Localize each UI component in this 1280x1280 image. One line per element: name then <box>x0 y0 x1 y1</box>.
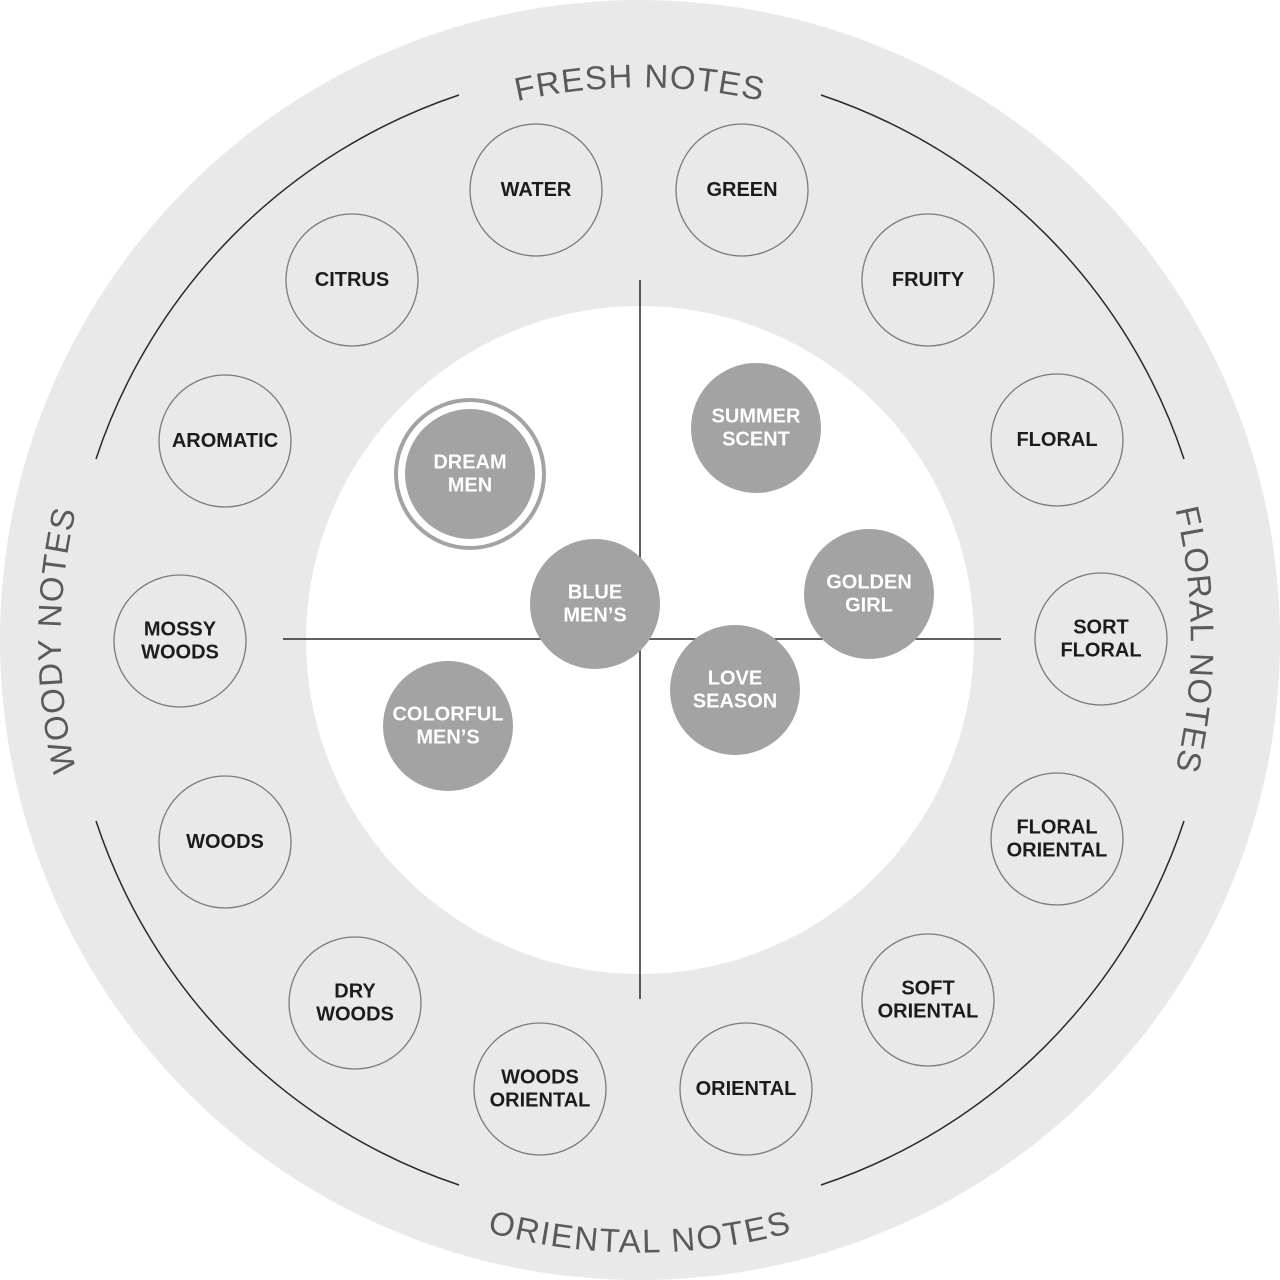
note-aromatic[interactable]: AROMATIC <box>158 374 292 508</box>
note-circle <box>675 123 809 257</box>
note-aromatic-label: AROMATIC <box>172 430 278 452</box>
note-woods-oriental-label: ORIENTAL <box>490 1090 591 1112</box>
arc-bottom-left <box>95 820 460 1186</box>
product-summer-scent-label: SCENT <box>722 429 790 451</box>
note-sort-floral-label: FLORAL <box>1060 640 1141 662</box>
note-oriental[interactable]: ORIENTAL <box>679 1022 813 1156</box>
note-circle <box>469 123 603 257</box>
product-bubble <box>383 661 513 791</box>
product-love-season-label: SEASON <box>693 691 777 713</box>
note-oriental-label: ORIENTAL <box>696 1078 797 1100</box>
family-divider-arcs <box>95 94 1185 1186</box>
product-bubble <box>405 409 535 539</box>
note-water[interactable]: WATER <box>469 123 603 257</box>
product-summer-scent-label: SUMMER <box>712 406 801 428</box>
note-green-label: GREEN <box>706 179 777 201</box>
note-mossy-woods-label: WOODS <box>141 642 219 664</box>
note-green[interactable]: GREEN <box>675 123 809 257</box>
product-colorful-mens-label: COLORFUL <box>392 704 503 726</box>
note-woods[interactable]: WOODS <box>158 775 292 909</box>
product-golden-girl-label: GIRL <box>845 595 893 617</box>
note-circle <box>113 574 247 708</box>
note-circle <box>861 933 995 1067</box>
note-circle <box>473 1022 607 1156</box>
note-sort-floral-label: SORT <box>1073 617 1129 639</box>
arc-top-left <box>95 94 460 460</box>
product-bubble <box>691 363 821 493</box>
product-love-season-label: LOVE <box>708 668 762 690</box>
note-circle <box>1034 572 1168 706</box>
note-soft-oriental-label: ORIENTAL <box>878 1001 979 1023</box>
note-floral-oriental-label: ORIENTAL <box>1007 840 1108 862</box>
product-dream-men-label: DREAM <box>433 452 506 474</box>
note-citrus-label: CITRUS <box>315 269 389 291</box>
note-dry-woods-label: WOODS <box>316 1004 394 1026</box>
product-dream-men-label: MEN <box>448 475 492 497</box>
note-mossy-woods-label: MOSSY <box>144 619 217 641</box>
product-colorful-mens-label: MEN’S <box>416 727 479 749</box>
product-bubble <box>670 625 800 755</box>
note-citrus[interactable]: CITRUS <box>285 213 419 347</box>
note-circle <box>990 772 1124 906</box>
note-floral-oriental-label: FLORAL <box>1016 817 1097 839</box>
note-soft-oriental-label: SOFT <box>901 978 954 1000</box>
note-circle <box>679 1022 813 1156</box>
arc-top-right <box>820 94 1185 460</box>
note-fruity-label: FRUITY <box>892 269 965 291</box>
note-circle <box>990 373 1124 507</box>
note-floral[interactable]: FLORAL <box>990 373 1124 507</box>
note-circle <box>158 775 292 909</box>
note-floral-label: FLORAL <box>1016 429 1097 451</box>
product-bubble <box>530 539 660 669</box>
note-circle <box>285 213 419 347</box>
note-circle <box>288 936 422 1070</box>
note-fruity[interactable]: FRUITY <box>861 213 995 347</box>
note-circle <box>158 374 292 508</box>
product-bubble <box>804 529 934 659</box>
arc-bottom-right <box>820 820 1185 1186</box>
note-woods-label: WOODS <box>186 831 264 853</box>
product-blue-mens-label: MEN’S <box>563 605 626 627</box>
product-blue-mens-label: BLUE <box>568 582 622 604</box>
note-woods-oriental-label: WOODS <box>501 1067 579 1089</box>
product-bubbles: DREAMMENSUMMERSCENTBLUEMEN’SGOLDENGIRLLO… <box>383 363 934 791</box>
note-water-label: WATER <box>501 179 572 201</box>
product-golden-girl-label: GOLDEN <box>826 572 912 594</box>
note-circle <box>861 213 995 347</box>
note-dry-woods-label: DRY <box>334 981 376 1003</box>
